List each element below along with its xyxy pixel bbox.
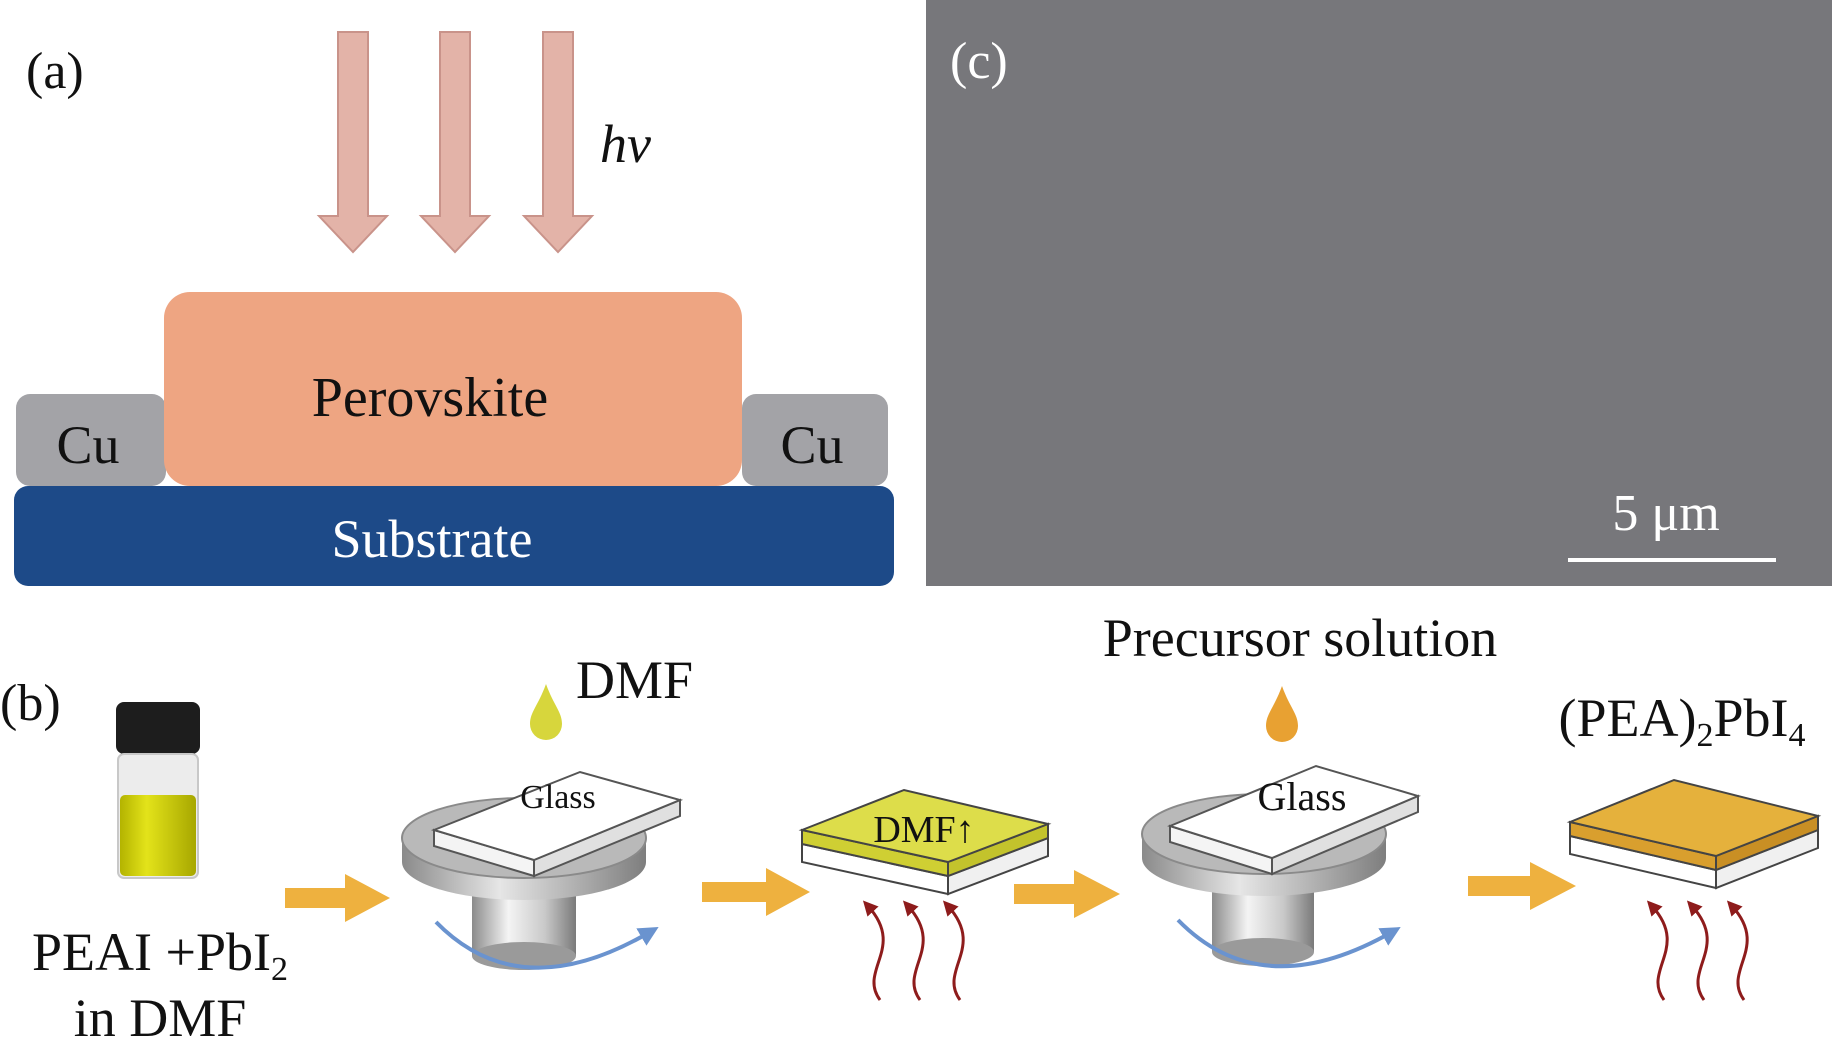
- heat-arrows-2: [1646, 900, 1749, 1001]
- sem-image: [926, 0, 1832, 586]
- perovskite-label: Perovskite: [312, 367, 548, 429]
- dmf-drop-label: DMF: [576, 650, 693, 710]
- dmf-drop: [530, 684, 562, 740]
- vial-label-line1: PEAI +PbI2: [32, 922, 288, 988]
- perovskite-layer: [164, 292, 742, 486]
- light-arrows: [316, 31, 595, 254]
- glass-1-label: Glass: [520, 779, 596, 816]
- substrate-label: Substrate: [332, 509, 533, 569]
- light-arrow-3: [521, 31, 595, 254]
- light-arrow-2: [418, 31, 492, 254]
- flow-arrow-2: [702, 868, 810, 916]
- substrate-layer: [14, 486, 894, 586]
- precursor-drop: [1266, 686, 1298, 742]
- panel-c: (c) 5 μm: [926, 0, 1832, 586]
- product-label-pre: (PEA): [1559, 688, 1697, 748]
- right-cu-label: Cu: [780, 415, 843, 475]
- heat-arrow-2c: [1726, 900, 1749, 1001]
- dmf-film-label: DMF↑: [873, 809, 974, 851]
- vial: [116, 702, 200, 879]
- scale-bar: [1568, 558, 1776, 562]
- product-label-sub1: 2: [1696, 717, 1713, 754]
- heat-arrow-2a: [1646, 900, 1669, 1001]
- spin-coater-1: Glass: [401, 770, 684, 970]
- heat-arrow-2b: [1686, 900, 1709, 1001]
- spin-coater-2: Glass: [1141, 764, 1421, 969]
- product-label-sub2: 4: [1789, 717, 1806, 754]
- light-arrow-1: [316, 31, 390, 254]
- heat-arrow-1a: [862, 900, 885, 1001]
- flow-arrows: [285, 862, 1576, 922]
- heat-arrows-1: [862, 900, 965, 1001]
- dmf-film-top: [798, 788, 1052, 864]
- product-film-top: [1566, 778, 1822, 858]
- flow-arrow-1: [285, 874, 390, 922]
- product-label-mid: PbI: [1713, 688, 1788, 748]
- panel-b-label: (b): [0, 675, 61, 732]
- glass-2-top: [1167, 764, 1421, 860]
- flow-arrow-3: [1014, 870, 1120, 918]
- panel-a: (a) hv Substrate Cu Cu Perovskite: [14, 31, 894, 586]
- vial-label-main: PEAI +PbI: [32, 922, 271, 982]
- glass-2-label: Glass: [1258, 774, 1347, 819]
- right-cu-electrode: [742, 394, 888, 486]
- vial-label-line2: in DMF: [74, 988, 247, 1044]
- flow-arrow-4: [1468, 862, 1576, 910]
- heat-arrow-1b: [902, 900, 925, 1001]
- dmf-film-stack: DMF↑: [798, 788, 1052, 896]
- spin-arrow-2: [1176, 918, 1401, 969]
- left-cu-label: Cu: [56, 415, 119, 475]
- heat-arrow-1c: [942, 900, 965, 1001]
- panel-a-label: (a): [26, 43, 84, 100]
- product-label: (PEA)2PbI4: [1559, 688, 1806, 754]
- panel-c-label: (c): [950, 33, 1008, 90]
- spin-arrow-1: [434, 920, 659, 970]
- product-film-stack: [1566, 778, 1822, 890]
- scale-bar-label: 5 μm: [1612, 485, 1719, 542]
- precursor-drop-label: Precursor solution: [1103, 608, 1497, 668]
- vial-liquid: [120, 795, 196, 876]
- light-label: hv: [600, 114, 651, 174]
- vial-cap: [116, 702, 200, 754]
- vial-label-subscript: 2: [271, 951, 288, 988]
- spin-coater-2-shaft-bottom: [1212, 938, 1314, 966]
- glass-1-top: [430, 770, 684, 862]
- panel-b: (b) PEAI +PbI2 in DMF Glass: [0, 608, 1822, 1044]
- left-cu-electrode: [16, 394, 166, 486]
